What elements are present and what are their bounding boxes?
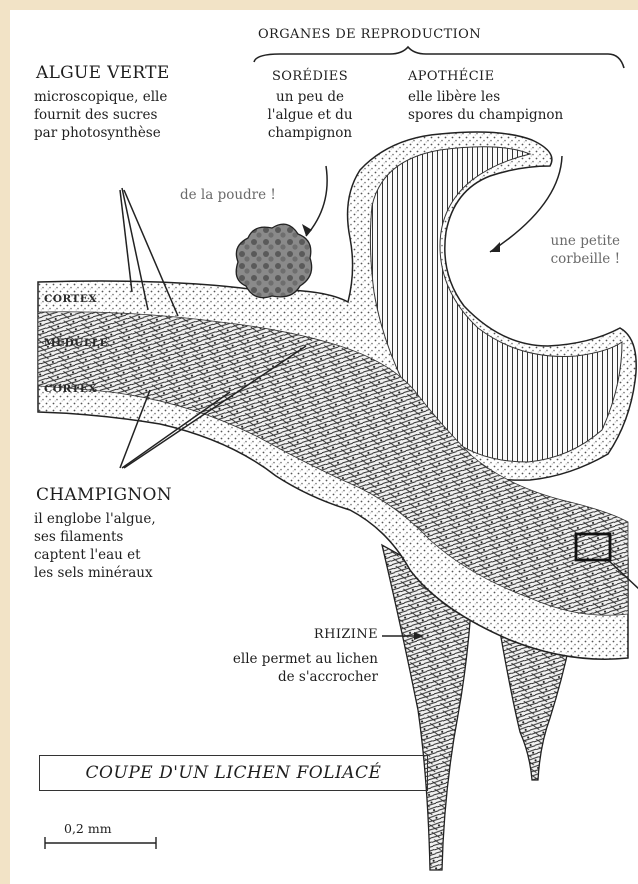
cortex-top-label: CORTEX	[44, 290, 97, 308]
rhizine-title: RHIZINE	[210, 626, 378, 644]
champignon-line-4: les sels minéraux	[34, 564, 153, 582]
soredies-note: de la poudre !	[180, 186, 276, 204]
champignon-line-1: il englobe l'algue,	[34, 510, 156, 528]
apothecie-title: APOTHÉCIE	[408, 68, 494, 86]
soredies-title: SORÉDIES	[250, 68, 370, 86]
header-brace	[254, 47, 624, 68]
scale-bar	[45, 837, 156, 849]
diagram-sheet: ORGANES DE REPRODUCTION ALGUE VERTE micr…	[10, 10, 638, 884]
soredies-line-3: champignon	[250, 124, 370, 142]
soredies-line-2: l'algue et du	[250, 106, 370, 124]
apothecie-note-1: une petite	[490, 232, 620, 250]
soredies-line-1: un peu de	[250, 88, 370, 106]
algue-line-2: fournit des sucres	[34, 106, 157, 124]
apothecie-line-1: elle libère les	[408, 88, 500, 106]
algue-line-1: microscopique, elle	[34, 88, 167, 106]
apothecie-note-2: corbeille !	[490, 250, 620, 268]
scale-label: 0,2 mm	[64, 820, 112, 838]
soredies-arrow	[306, 166, 327, 236]
soredia-clump	[236, 224, 311, 297]
organes-header: ORGANES DE REPRODUCTION	[258, 26, 481, 44]
rhizine-line-1: elle permet au lichen	[150, 650, 378, 668]
medulla-label: MÉDULLE	[44, 334, 108, 352]
champignon-line-3: captent l'eau et	[34, 546, 141, 564]
apothecie-line-2: spores du champignon	[408, 106, 563, 124]
cortex-bottom-label: CORTEX	[44, 380, 97, 398]
algue-line-3: par photosynthèse	[34, 124, 161, 142]
figure-caption-text: COUPE D'UN LICHEN FOLIACÉ	[86, 763, 382, 783]
figure-caption: COUPE D'UN LICHEN FOLIACÉ	[39, 755, 428, 791]
rhizine-line-2: de s'accrocher	[150, 668, 378, 686]
algue-title: ALGUE VERTE	[36, 64, 170, 82]
champignon-line-2: ses filaments	[34, 528, 123, 546]
champignon-title: CHAMPIGNON	[36, 486, 172, 504]
